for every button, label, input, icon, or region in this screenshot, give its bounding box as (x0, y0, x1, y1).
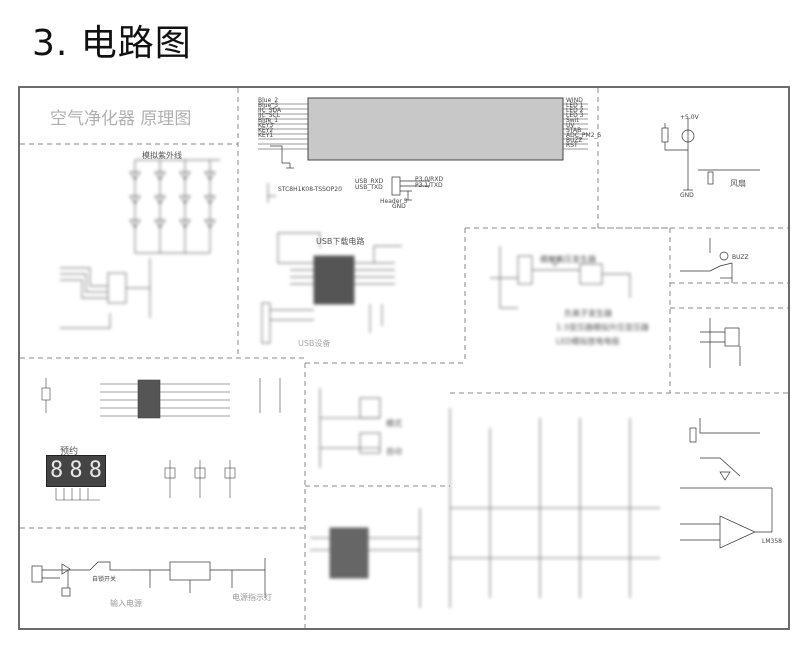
mcu-pin-l4: IIC_SCL (258, 112, 281, 119)
uv-lamp-label: 模拟紫外线 (142, 151, 182, 160)
auto-label: 自动 (386, 447, 402, 456)
center-bottom-circuit (310, 388, 660, 608)
opamp-circuit (680, 418, 773, 549)
seven-segment-display: 8 8 8 (46, 455, 106, 487)
fan-label: 风扇 (730, 179, 746, 188)
mcu-name: STC8H1K08-TSSOP20 (278, 186, 342, 193)
reserve-label: 预约 (60, 447, 79, 457)
mcu-pin-l3: IIC_SDA (258, 107, 282, 114)
boost-label: 1:3变压器模拟升压变压器 (556, 323, 649, 332)
led-module-label: LED模拟放电电极 (556, 337, 620, 346)
seg-digit-3: 8 (88, 458, 102, 483)
self-lock-label: 自锁开关 (92, 576, 117, 583)
gnd-label: GND (680, 192, 694, 199)
usb-circuit (261, 183, 402, 344)
neg-ion-sub-label: 负离子发生器 (564, 309, 612, 318)
usb-device-label: USB设备 (298, 339, 331, 348)
opamp-chip-label: LM358 (762, 538, 782, 545)
mcu-pin-r7: STAB (566, 127, 582, 134)
mcu-right-pin-labels: WIND LED 1 LED 2 LED 3 Swit UV STAB ADC_… (566, 97, 602, 149)
mcu-pin-r5: Swit (566, 117, 579, 124)
schematic-title: 空气净化器 原理图 (50, 109, 192, 129)
header3-label: Header 3 (380, 198, 408, 205)
fan-circuit (661, 118, 760, 191)
usb-header (391, 176, 430, 201)
usb-txd-net: USB_TXD (355, 184, 383, 191)
seg-digit-1: 8 (50, 458, 64, 483)
neg-ion-label: 模拟高压发生器 (540, 255, 596, 264)
mcu-left-pin-labels: Blue_2 Blue_3 IIC_SDA IIC_SCL Blue_1 KEY… (258, 97, 282, 139)
mcu-pin-r6: UV (566, 122, 575, 129)
mcu-block (307, 97, 564, 161)
p31-net: P3.1/TXD (415, 182, 443, 189)
mcu-pin-r3: LED 2 (566, 107, 584, 114)
power-circuit (31, 558, 266, 598)
mcu-pin-l6: KEY3 (258, 122, 274, 129)
seg-digit-2: 8 (69, 458, 83, 483)
mcu-pin-r9: BUZZ (566, 137, 583, 144)
sensor-block (700, 318, 741, 368)
mcu-pin-l2: Blue_3 (258, 102, 279, 109)
mcu-pin-r10: RST (566, 142, 578, 149)
gnd-net-label: GND (392, 203, 406, 210)
mcu-pin-r2: LED 1 (566, 102, 584, 109)
mcu-pins (258, 103, 588, 150)
buzzer-circuit (680, 238, 733, 283)
mcu-pin-l1: Blue_2 (258, 97, 279, 104)
page-heading: 3. 电路图 (32, 23, 192, 64)
power-input-label: 输入电源 (110, 599, 142, 608)
mcu-pin-r1: WIND (566, 97, 583, 104)
mcu-pin-r4: LED 3 (566, 112, 584, 119)
usb-circuit-label: USB下载电路 (316, 237, 365, 246)
mcu-pin-l8: KEY1 (258, 132, 274, 139)
schematic-board: 空气净化器 原理图 模拟紫外线 USB下载电路 USB设备 模拟高压发生器 负离… (18, 86, 790, 630)
high-voltage-circuit (490, 246, 631, 309)
led-driver (41, 378, 281, 419)
buzzer-label: BUZZ (732, 254, 749, 261)
power-led-label: 电源指示灯 (232, 593, 272, 602)
mcu-pin-l7: KEY2 (258, 127, 274, 134)
vcc5-label: +5.0V (680, 114, 699, 121)
key-switches (55, 460, 236, 501)
p30-net: P3.0/RXD (415, 176, 444, 183)
mcu-power (270, 145, 294, 169)
mcu-pin-r8: ADC_PM2_5 (566, 132, 602, 139)
schematic-wiring (20, 88, 788, 628)
uv-led-array (60, 159, 220, 329)
mcu-pin-l5: Blue_1 (258, 117, 279, 124)
mode-label: 模式 (386, 419, 402, 428)
usb-rxd-net: USB_RXD (355, 178, 384, 185)
section-dividers (20, 88, 788, 628)
